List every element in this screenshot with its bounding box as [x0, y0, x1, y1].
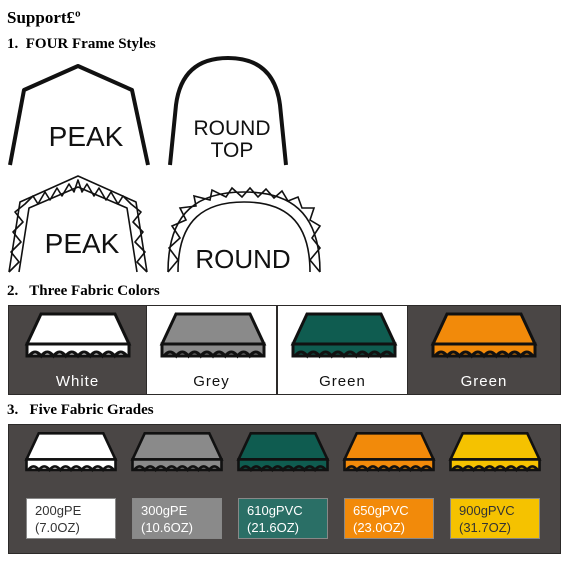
fabric-grade-610gpvc-icon [236, 432, 330, 473]
fabric-grades-panel: 200gPE (7.0OZ) 300gPE (10.6OZ) 610gPVC (21.6O… [8, 424, 561, 554]
fabric-grade-900gpvc-icon [448, 432, 542, 473]
grade-ounces: (7.0OZ) [35, 520, 80, 535]
grade-weight: 300gPE [141, 503, 188, 518]
fabric-grey-icon [159, 312, 266, 359]
fabric-grade-650gpvc-icon [342, 432, 436, 473]
fabric-green-icon [430, 312, 538, 359]
grade-label-box: 200gPE (7.0OZ) [26, 498, 116, 539]
peak-truss-frame-icon [8, 175, 148, 273]
color-label: Grey [193, 373, 230, 390]
section-heading-frames: 1. FOUR Frame Styles [7, 36, 156, 52]
fabric-grade-200gpe-icon [24, 432, 118, 473]
color-label: White [55, 373, 100, 390]
grade-ounces: (31.7OZ) [459, 520, 512, 535]
grade-weight: 610gPVC [247, 503, 303, 518]
color-swatch-grey: Grey [146, 306, 277, 394]
fabric-grade-300gpe-icon [130, 432, 224, 473]
grade-label-box: 610gPVC (21.6OZ) [238, 498, 328, 539]
frame-label-peak-truss: PEAK [44, 228, 120, 259]
peak-frame-icon [8, 64, 150, 166]
grade-label-box: 900gPVC (31.7OZ) [450, 498, 540, 539]
color-swatch-green: Green [408, 306, 560, 394]
color-swatch-white: White [9, 306, 146, 394]
grade-ounces: (23.0OZ) [353, 520, 406, 535]
grade-label-box: 650gPVC (23.0OZ) [344, 498, 434, 539]
grade-weight: 650gPVC [353, 503, 409, 518]
section-heading-grades: 3. Five Fabric Grades [7, 402, 154, 418]
grade-ounces: (10.6OZ) [141, 520, 194, 535]
fabric-colors-panel: White Grey Green Green [8, 305, 561, 395]
fabric-white-icon [24, 312, 131, 359]
frame-label-peak: PEAK [48, 121, 124, 152]
page-title: Support£º [7, 8, 81, 27]
grade-ounces: (21.6OZ) [247, 520, 300, 535]
color-swatch-green: Green [277, 306, 408, 394]
color-label: Green [460, 373, 508, 390]
grade-weight: 200gPE [35, 503, 82, 518]
round-top-frame-icon [168, 55, 288, 166]
grade-weight: 900gPVC [459, 503, 515, 518]
round-truss-frame-icon [167, 186, 322, 273]
grade-label-box: 300gPE (10.6OZ) [132, 498, 222, 539]
frame-label-round-truss: ROUND [195, 244, 291, 274]
color-label: Green [319, 373, 366, 390]
section-heading-colors: 2. Three Fabric Colors [7, 283, 160, 299]
fabric-green-icon [290, 312, 397, 359]
frame-styles-drawing [8, 55, 322, 273]
